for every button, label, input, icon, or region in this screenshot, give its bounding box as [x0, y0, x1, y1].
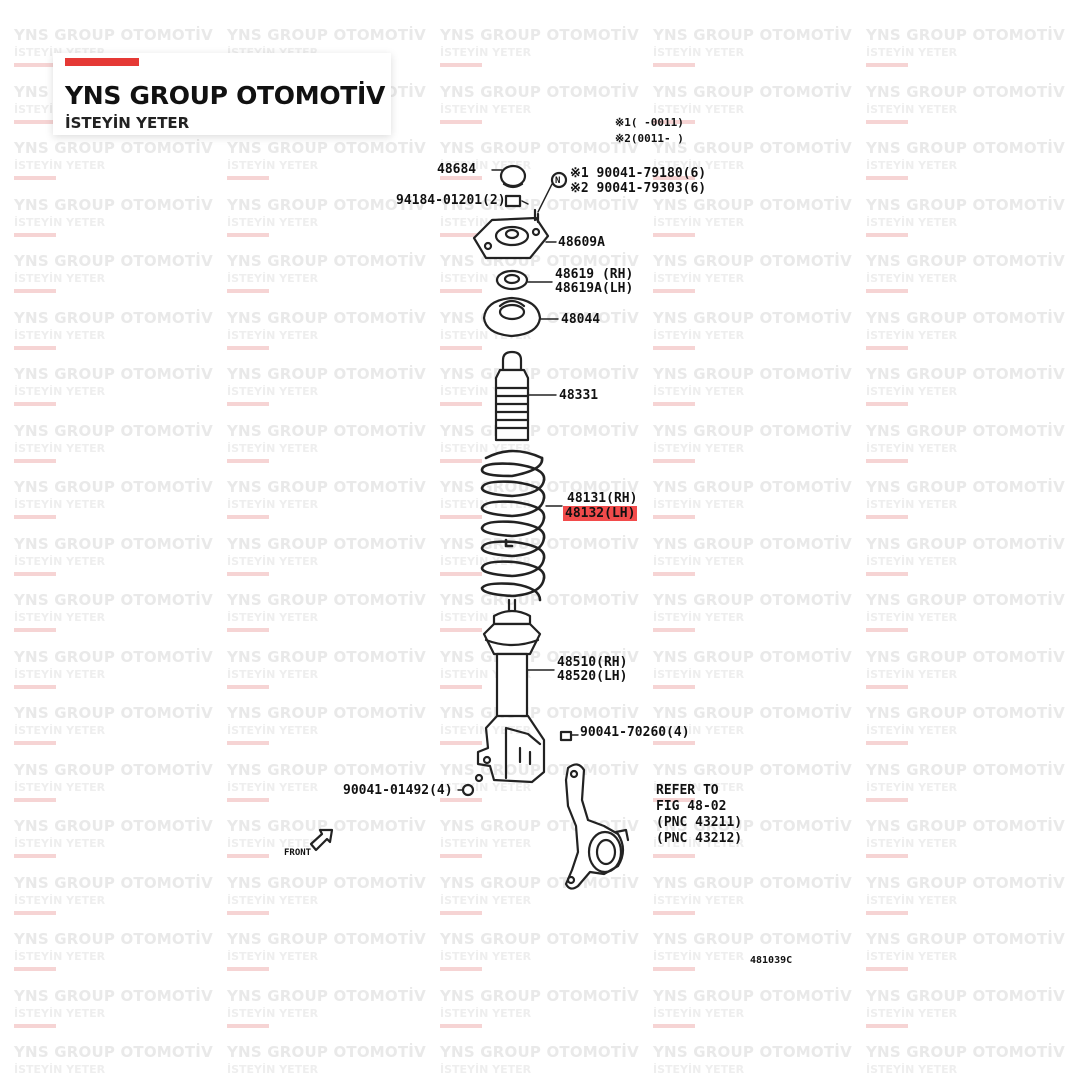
- note-2: ※2(0011- ): [615, 132, 684, 145]
- label-90041-79303: ※2 90041-79303(6): [570, 181, 707, 196]
- leader-94184: [521, 200, 529, 205]
- brand-name: YNS GROUP OTOMOTİV: [65, 81, 386, 110]
- label-94184-01201: 94184-01201(2): [396, 193, 506, 208]
- bearing: [495, 269, 529, 291]
- label-48619a-lh: 48619A(LH): [555, 281, 634, 296]
- brand-accent-bar: [65, 58, 139, 66]
- refer-line-4: (PNC 43212): [656, 831, 743, 846]
- refer-line-3: (PNC 43211): [656, 815, 743, 830]
- label-90041-70260: 90041-70260(4): [580, 725, 690, 740]
- leader-90041-79180: [537, 183, 553, 213]
- label-48044: 48044: [561, 312, 601, 327]
- top-nut: [504, 194, 522, 208]
- lower-bolt: [461, 783, 475, 797]
- front-arrow-icon: [309, 828, 334, 852]
- note-1: ※1( -0011): [615, 116, 684, 129]
- steering-knuckle: [564, 763, 630, 890]
- label-48619-rh: 48619 (RH): [555, 267, 634, 282]
- n-marker-label: N: [555, 176, 561, 186]
- label-48510-rh: 48510(RH): [557, 655, 628, 670]
- refer-line-1: REFER TO: [656, 783, 719, 798]
- bracket-nut: [559, 730, 573, 742]
- figure-code: 481039C: [750, 955, 793, 966]
- n-marker-circle: [550, 171, 568, 189]
- label-48684: 48684: [437, 162, 477, 177]
- brand-tagline: İSTEYİN YETER: [65, 114, 190, 132]
- shock-absorber: [474, 598, 546, 784]
- label-48520-lh: 48520(LH): [557, 669, 628, 684]
- label-48132-lh-highlight: 48132(LH): [563, 506, 638, 521]
- upper-seat: [482, 296, 542, 338]
- dust-cap: [499, 164, 527, 189]
- refer-line-2: FIG 48-02: [656, 799, 727, 814]
- upper-support: [472, 208, 550, 260]
- coil-spring: [480, 449, 546, 602]
- brand-badge: YNS GROUP OTOMOTİV İSTEYİN YETER: [53, 53, 391, 135]
- label-48131-rh: 48131(RH): [567, 491, 638, 506]
- label-90041-01492: 90041-01492(4): [343, 783, 453, 798]
- label-48609a: 48609A: [558, 235, 605, 250]
- bump-stopper: [494, 350, 530, 442]
- label-48331: 48331: [559, 388, 599, 403]
- label-90041-79180: ※1 90041-79180(6): [570, 166, 707, 181]
- front-label: FRONT: [284, 848, 312, 858]
- highlighted-part-number: 48132(LH): [563, 506, 638, 521]
